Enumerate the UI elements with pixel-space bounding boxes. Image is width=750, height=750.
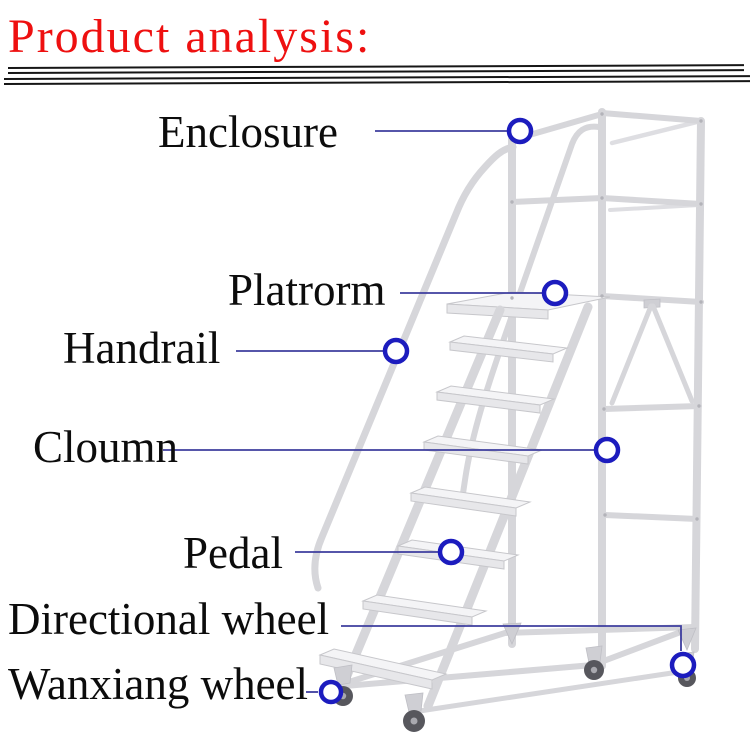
caster-stair-rear: [403, 692, 425, 732]
base-rail-left: [330, 630, 508, 690]
base-rail-right: [590, 624, 697, 668]
callout-marker-handrail: [382, 337, 410, 365]
label-column: Cloumn: [33, 422, 179, 472]
callouts: [163, 117, 697, 705]
enclosure-mid-rail: [509, 195, 605, 205]
callout-marker-pedal: [437, 538, 465, 566]
tower-right-top-rail: [599, 110, 704, 124]
stair-treads: [318, 335, 569, 690]
stair-assembly: [318, 302, 593, 711]
label-enclosure: Enclosure: [158, 107, 338, 157]
label-wanxiang-wheel: Wanxiang wheel: [8, 659, 309, 709]
wheel-gusset-1: [502, 622, 522, 645]
brace-plate: [643, 298, 661, 309]
base-rail-lower: [410, 668, 688, 715]
callout-marker-directional-wheel: [669, 651, 697, 679]
tower-frame: [508, 108, 705, 670]
wheel-gusset-2: [677, 627, 697, 652]
label-platform: Platrorm: [228, 265, 386, 315]
callout-marker-enclosure: [506, 117, 534, 145]
tower-back-post: [691, 117, 705, 653]
callout-line-directional-wheel: [341, 625, 682, 651]
tower-right-rail-2: [599, 293, 704, 305]
handrail-tube-left: [311, 143, 517, 592]
callout-marker-wanxiang-wheel: [318, 679, 344, 705]
a-brace-left-leg: [609, 303, 654, 406]
a-brace-right-leg: [650, 303, 695, 404]
tower-right-rail-4: [602, 512, 700, 522]
callout-marker-column: [593, 436, 621, 464]
page-title: Product analysis:: [8, 10, 372, 63]
base-rail-front: [330, 662, 596, 690]
tower-right-rail-3: [601, 403, 702, 412]
tower-back-top-rail: [609, 118, 704, 146]
label-handrail: Handrail: [63, 323, 221, 373]
tower-right-rail-1: [599, 195, 704, 207]
label-pedal: Pedal: [183, 528, 283, 578]
caster-wheels: [333, 645, 696, 732]
base-rail-back: [502, 624, 697, 636]
base-frame: [330, 622, 697, 715]
label-directional-wheel: Directional wheel: [8, 594, 330, 644]
caster-mid-right: [584, 645, 604, 680]
frame-bolts: [510, 112, 703, 521]
callout-marker-platform: [541, 279, 569, 307]
